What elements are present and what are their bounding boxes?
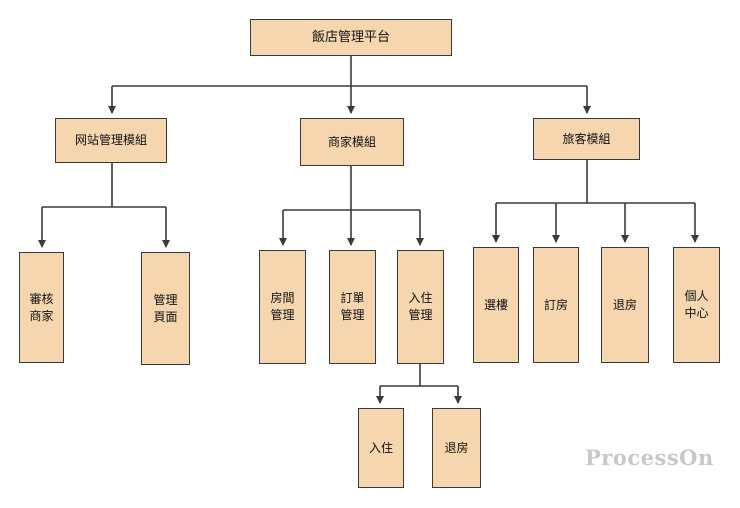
- checkout-guest-node: 退房: [601, 247, 649, 363]
- merchant-module-node: 商家模組: [300, 118, 404, 166]
- room-manage-node: 房間 管理: [259, 250, 306, 364]
- choose-building-node: 選樓: [473, 247, 519, 363]
- checkin-manage-node: 入住 管理: [397, 250, 444, 364]
- guest-module-node: 旅客模組: [533, 118, 640, 160]
- site-module-node: 网站管理模組: [55, 118, 167, 163]
- book-room-node: 訂房: [533, 247, 579, 363]
- manage-pages-node: 管理 頁面: [141, 252, 190, 365]
- root-node: 飯店管理平台: [250, 19, 452, 56]
- order-manage-node: 訂單 管理: [329, 250, 376, 364]
- review-merchant-node: 審核 商家: [19, 252, 64, 363]
- processon-watermark: ProcessOn: [585, 445, 714, 470]
- checkin-node: 入住: [358, 408, 404, 488]
- personal-center-node: 個人 中心: [673, 247, 720, 363]
- checkout-merchant-node: 退房: [432, 408, 481, 488]
